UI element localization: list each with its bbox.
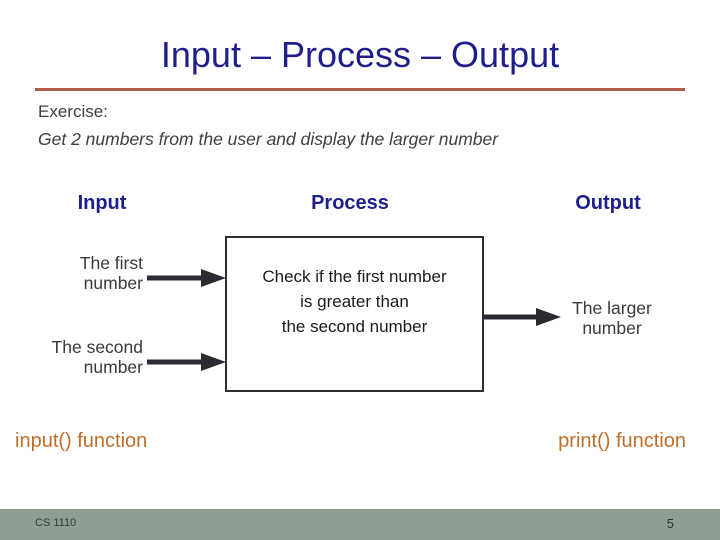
column-header-input: Input: [77, 192, 127, 214]
footer-page-number: 5: [666, 516, 674, 531]
process-box: Check if the first number is greater tha…: [225, 236, 484, 392]
output-label-larger-number: The larger number: [572, 298, 652, 338]
footer-course-label: CS 1110: [35, 517, 77, 529]
input-function-annotation: input() function: [15, 430, 148, 452]
arrow-right-icon: [147, 353, 226, 371]
column-header-output: Output: [575, 192, 641, 214]
arrow-right-icon: [147, 269, 226, 287]
slide-title: Input – Process – Output: [160, 34, 560, 75]
process-box-text: Check if the first number is greater tha…: [262, 266, 447, 336]
arrow-right-icon: [482, 308, 561, 326]
print-function-annotation: print() function: [558, 430, 686, 452]
title-divider-rule: [35, 88, 685, 91]
input-label-first-number: The first number: [79, 253, 143, 293]
column-header-process: Process: [311, 192, 389, 214]
exercise-label: Exercise:: [38, 102, 108, 121]
footer-bar: CS 1110 5: [0, 509, 720, 540]
exercise-description: Get 2 numbers from the user and display …: [38, 129, 499, 149]
input-label-second-number: The second number: [51, 337, 143, 377]
